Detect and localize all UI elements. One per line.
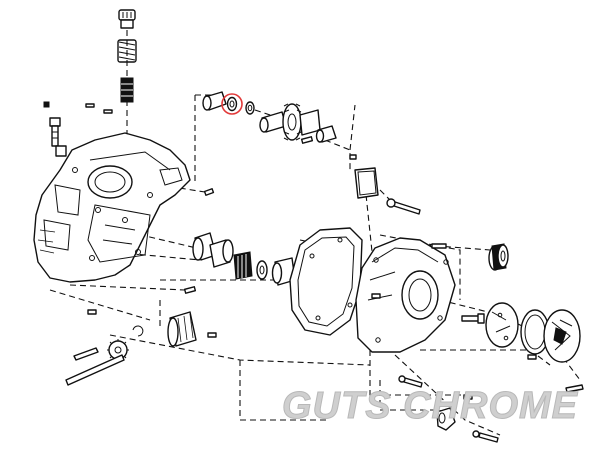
crankcase-housing xyxy=(33,132,191,283)
oil-seal xyxy=(488,243,509,271)
thrust-washer xyxy=(245,101,255,115)
cover-bolt-top xyxy=(386,198,421,215)
gearcase-cover xyxy=(355,237,456,353)
plunger xyxy=(120,77,134,103)
small-gasket xyxy=(349,154,379,199)
spring xyxy=(117,39,137,63)
lower-bolts xyxy=(398,354,584,443)
dowel-pins xyxy=(43,101,217,338)
long-shaft xyxy=(65,354,125,386)
sensor-plug xyxy=(49,117,67,157)
timer-cover xyxy=(543,309,581,363)
pinion-gear-set xyxy=(192,232,296,286)
gearcase-gasket xyxy=(289,227,363,336)
short-pin xyxy=(73,347,99,361)
breather-plug xyxy=(118,9,136,29)
cover-screw-mid xyxy=(431,243,447,249)
bushing-upper xyxy=(202,91,227,111)
clip-ring xyxy=(132,325,144,337)
oil-seal-washer xyxy=(221,93,243,115)
timer-plate xyxy=(485,302,519,348)
oil-pump-gear xyxy=(167,311,197,347)
cam-bushing xyxy=(315,125,337,143)
oil-fitting xyxy=(436,407,456,431)
timer-screw xyxy=(461,313,485,324)
cam-gear xyxy=(259,103,321,144)
